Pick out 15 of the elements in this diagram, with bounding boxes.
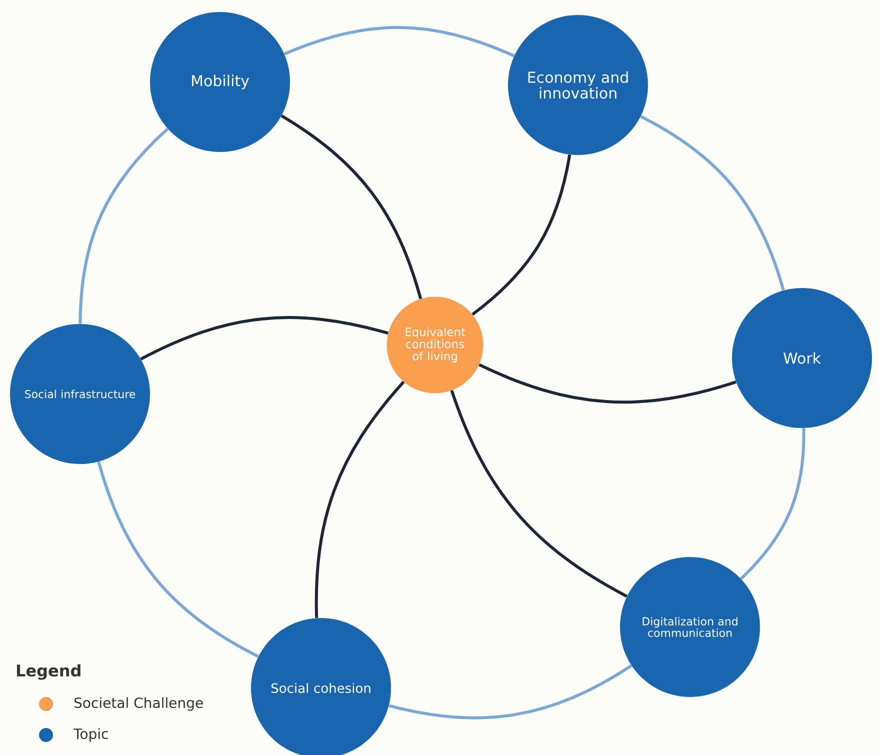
connector <box>280 114 422 300</box>
legend-title: Legend <box>17 664 80 680</box>
connector <box>284 26 515 58</box>
connector <box>640 115 785 291</box>
connector <box>740 428 806 580</box>
connector <box>388 664 632 720</box>
connector <box>140 316 388 360</box>
legend-text: Societal Challenge <box>74 697 203 711</box>
connector <box>472 154 572 316</box>
connector <box>478 363 736 404</box>
connector <box>450 390 628 598</box>
connector <box>314 380 405 618</box>
connector <box>78 128 169 324</box>
legend-text: Topic <box>74 728 108 742</box>
connector <box>97 461 259 658</box>
